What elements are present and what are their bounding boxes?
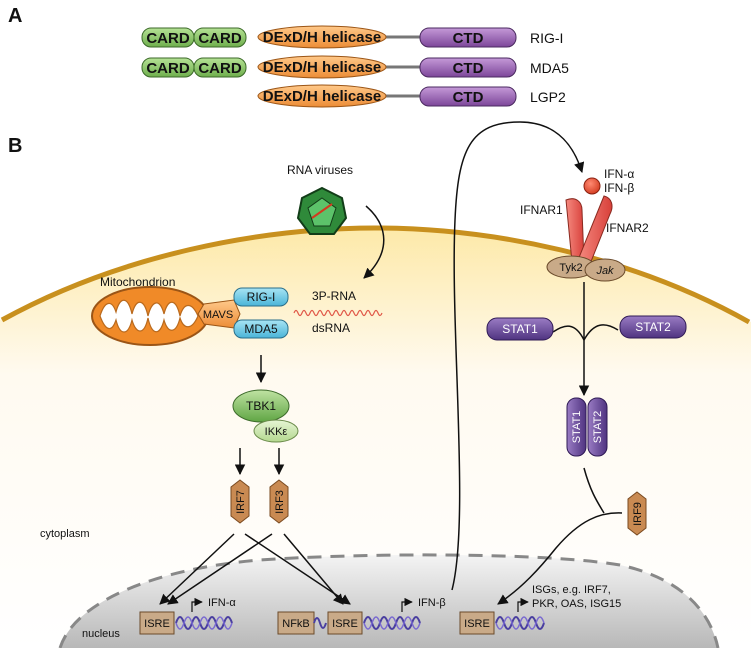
- ctd-domain: [419, 86, 517, 107]
- tyk2-label: Tyk2: [559, 262, 582, 274]
- helicase-label: DExD/H helicase: [263, 59, 381, 76]
- panel-a-label: A: [8, 5, 22, 27]
- ifn-beta-gene-label: IFN-β: [418, 597, 446, 609]
- helicase-domain: [257, 25, 387, 49]
- rig-i-protein: [233, 287, 289, 307]
- helicase-domain: [257, 84, 387, 108]
- nfkb-label: NFkB: [282, 618, 310, 630]
- rna-virus-icon: [296, 186, 348, 235]
- transcription-start-arrow: [517, 597, 529, 612]
- dsrna-label: dsRNA: [312, 321, 350, 335]
- jak-label: Jak: [595, 265, 614, 277]
- card-domain-2: [193, 27, 247, 48]
- stat1-dimer-protein: [566, 397, 587, 457]
- stat2-dimer-protein: [587, 397, 608, 457]
- ikke-label: IKKε: [265, 426, 288, 438]
- stat2-recruit-line: [583, 324, 619, 341]
- protein-name-mda5: MDA5: [530, 60, 569, 76]
- stat1-recruit-line: [552, 325, 585, 341]
- stat2-protein: [619, 315, 687, 339]
- mda5-protein: [233, 319, 289, 339]
- card-label: CARD: [198, 60, 241, 77]
- 3p-rna-label: 3P-RNA: [312, 289, 356, 303]
- card-label: CARD: [146, 60, 189, 77]
- helicase-label: DExD/H helicase: [263, 88, 381, 105]
- irf9-label: IRF9: [632, 502, 644, 526]
- nuclear-envelope: [58, 553, 720, 648]
- irf7-protein: [230, 479, 250, 524]
- isre-label: ISRE: [332, 618, 358, 630]
- tbk1-label: TBK1: [246, 399, 276, 413]
- isre-box: [327, 611, 363, 635]
- card-label: CARD: [198, 30, 241, 47]
- ctd-domain: [419, 27, 517, 48]
- cytoplasm-label: cytoplasm: [40, 528, 90, 540]
- ifn-alpha-label: IFN-α: [604, 167, 634, 181]
- isre-label: ISRE: [464, 618, 490, 630]
- ctd-label: CTD: [453, 60, 484, 77]
- isre-box: [459, 611, 495, 635]
- ctd-label: CTD: [453, 89, 484, 106]
- irf7-to-isre1-arrow: [159, 533, 235, 605]
- helicase-domain: [257, 55, 387, 79]
- card-label: CARD: [146, 30, 189, 47]
- ifn-alpha-gene-label: IFN-α: [208, 597, 236, 609]
- mavs-label: MAVS: [203, 309, 233, 321]
- stat-dimer-join-line: [583, 467, 605, 514]
- rna-viruses-label: RNA viruses: [287, 163, 353, 177]
- ifnar2-label: IFNAR2: [606, 221, 649, 235]
- mitochondrion-label: Mitochondrion: [100, 275, 175, 289]
- card-domain-2: [193, 57, 247, 78]
- dna-helix: [313, 617, 327, 629]
- mitochondrion-icon: [91, 286, 209, 346]
- ctd-label: CTD: [453, 30, 484, 47]
- lgp2-domain-row: DExD/H helicase CTD LGP2: [257, 84, 566, 108]
- irf3-to-isre1-arrow: [167, 533, 273, 605]
- isre-label: ISRE: [144, 618, 170, 630]
- dna-helix: [363, 616, 421, 630]
- isre-box: [139, 611, 175, 635]
- stat2-label: STAT2: [635, 320, 671, 334]
- dna-helix: [175, 616, 233, 630]
- isgs-label-line1: ISGs, e.g. IRF7,: [532, 584, 611, 596]
- mda5-domain-row: CARD CARD DExD/H helicase CTD MDA5: [141, 55, 569, 79]
- irf3-to-isre2-arrow: [283, 533, 344, 605]
- protein-name-lgp2: LGP2: [530, 89, 566, 105]
- irf9-protein: [627, 491, 647, 536]
- stat1-dimer-label: STAT1: [571, 411, 583, 444]
- ifn-secretion-arrow: [451, 121, 585, 591]
- helicase-label: DExD/H helicase: [263, 29, 381, 46]
- rig-i-domain-row: CARD CARD DExD/H helicase CTD RIG-I: [141, 25, 563, 49]
- ifn-beta-label: IFN-β: [604, 181, 634, 195]
- ifnar1-label: IFNAR1: [520, 203, 563, 217]
- transcription-start-arrow: [191, 597, 203, 612]
- jak-protein: [584, 258, 626, 282]
- panel-b-label: B: [8, 135, 22, 157]
- dna-helix: [175, 616, 233, 630]
- irf3-label: IRF3: [274, 490, 286, 514]
- dna-helix: [495, 616, 545, 630]
- mda5-label: MDA5: [244, 322, 278, 336]
- isgs-label-line2: PKR, OAS, ISG15: [532, 598, 621, 610]
- stat1-label: STAT1: [502, 322, 538, 336]
- ikke-protein: [253, 419, 299, 443]
- irf7-label: IRF7: [235, 490, 247, 514]
- tbk1-protein: [232, 389, 290, 423]
- plasma-membrane: [0, 225, 751, 325]
- nucleus-label: nucleus: [82, 628, 120, 640]
- virus-entry-arrow: [363, 205, 385, 279]
- rig-i-label: RIG-I: [247, 290, 276, 304]
- rna-strand: [293, 309, 383, 317]
- irf3-protein: [269, 479, 289, 524]
- transcription-start-arrow: [401, 597, 413, 612]
- stat2-dimer-label: STAT2: [592, 411, 604, 444]
- ctd-domain: [419, 57, 517, 78]
- isgf3-to-isre-arrow: [497, 512, 623, 605]
- ifn-ligand-icon: [583, 177, 601, 195]
- protein-name-rig-i: RIG-I: [530, 30, 563, 46]
- dna-helix: [363, 616, 421, 630]
- stat1-protein: [486, 317, 554, 341]
